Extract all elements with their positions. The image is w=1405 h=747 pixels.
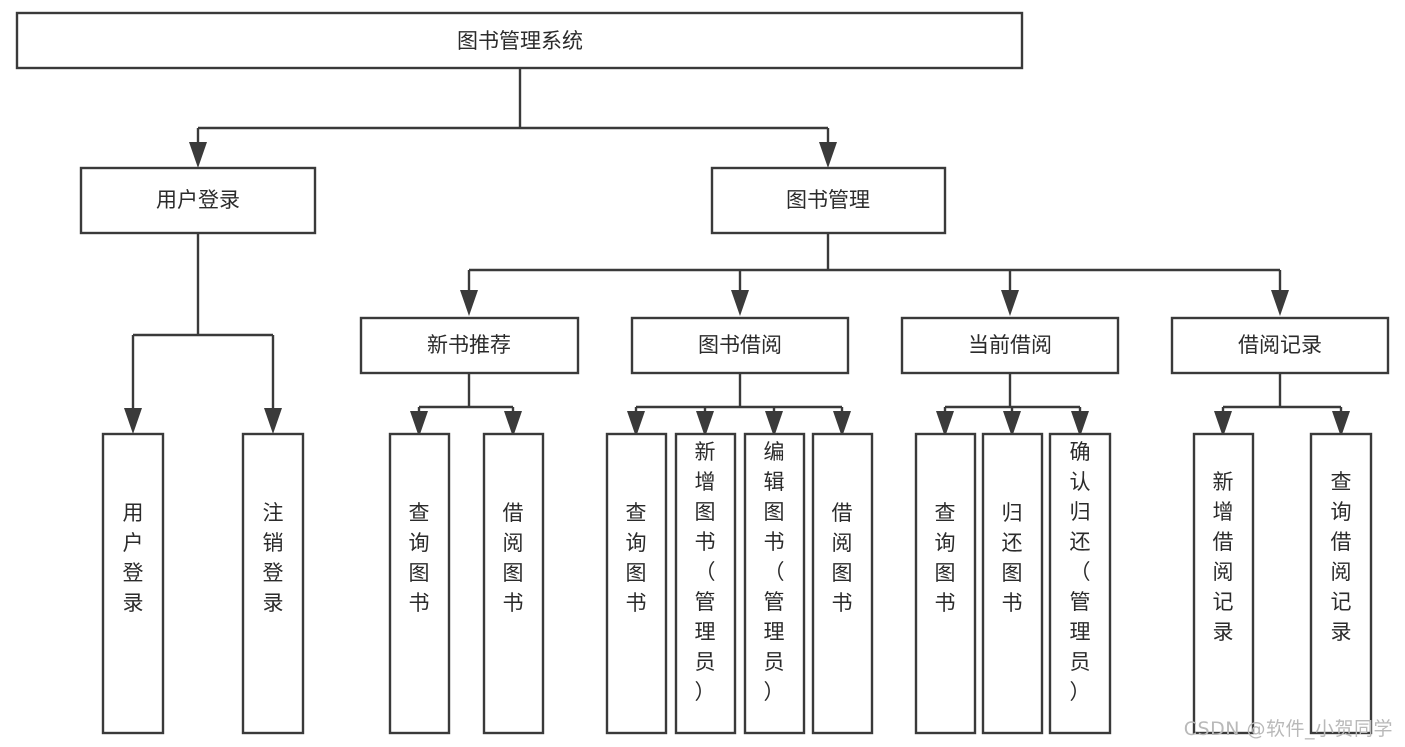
node-leaf-return-book-label: 归还图书 [1002, 501, 1023, 615]
node-book-manage-label: 图书管理 [786, 188, 870, 212]
node-leaf-add-book-box[interactable] [674, 432, 737, 735]
node-leaf-query-book-3[interactable]: 查询图书 [914, 432, 977, 735]
arrow-head-icon [124, 408, 142, 434]
arrow-head-icon [1001, 290, 1019, 316]
connector-group-user-login [124, 233, 282, 434]
node-book-borrow-label: 图书借阅 [698, 333, 782, 357]
node-leaf-borrow-book-1[interactable]: 借阅图书 [482, 432, 545, 735]
node-leaf-user-logout[interactable]: 注销登录 [241, 432, 305, 735]
node-leaf-user-login-box[interactable] [101, 432, 165, 735]
node-leaf-add-book-label: 新增图书（管理员） [695, 440, 716, 704]
node-leaf-user-login-label: 用户登录 [123, 501, 144, 615]
node-leaf-add-record-box[interactable] [1192, 432, 1255, 735]
node-leaf-query-record[interactable]: 查询借阅记录 [1309, 432, 1373, 735]
node-borrow-record[interactable]: 借阅记录 [1170, 316, 1390, 375]
node-leaf-user-logout-box[interactable] [241, 432, 305, 735]
node-leaf-query-record-box[interactable] [1309, 432, 1373, 735]
node-leaf-borrow-book-2-box[interactable] [811, 432, 874, 735]
node-current-borrow-label: 当前借阅 [968, 333, 1052, 357]
node-current-borrow-box[interactable] [900, 316, 1120, 375]
connector-group-root [189, 68, 837, 168]
node-new-book-rec-label: 新书推荐 [427, 333, 511, 357]
node-leaf-query-book-3-box[interactable] [914, 432, 977, 735]
connector-group-book-manage [460, 233, 1289, 316]
node-root-box[interactable] [15, 11, 1024, 70]
node-leaf-query-record-label: 查询借阅记录 [1331, 470, 1352, 644]
node-leaf-query-book-1[interactable]: 查询图书 [388, 432, 451, 735]
node-leaf-borrow-book-2-label: 借阅图书 [832, 501, 853, 615]
node-leaf-borrow-book-1-box[interactable] [482, 432, 545, 735]
node-borrow-record-label: 借阅记录 [1238, 333, 1322, 357]
node-root[interactable]: 图书管理系统 [15, 11, 1024, 70]
node-leaf-add-record[interactable]: 新增借阅记录 [1192, 432, 1255, 735]
node-leaf-return-book-box[interactable] [981, 432, 1044, 735]
node-leaf-return-book[interactable]: 归还图书 [981, 432, 1044, 735]
node-leaf-add-record-label: 新增借阅记录 [1213, 470, 1234, 644]
node-leaf-query-book-2[interactable]: 查询图书 [605, 432, 668, 735]
arrow-head-icon [731, 290, 749, 316]
node-leaf-confirm-return-label: 确认归还（管理员） [1070, 440, 1091, 704]
node-leaf-query-book-1-label: 查询图书 [409, 501, 430, 615]
node-leaf-query-book-3-label: 查询图书 [935, 501, 956, 615]
node-leaf-borrow-book-1-label: 借阅图书 [503, 501, 524, 615]
connector-group-book-borrow [627, 373, 851, 437]
node-leaf-user-login[interactable]: 用户登录 [101, 432, 165, 735]
connector-group-current-borrow [936, 373, 1089, 437]
node-leaf-borrow-book-2[interactable]: 借阅图书 [811, 432, 874, 735]
node-leaf-add-book[interactable]: 新增图书（管理员） [674, 432, 737, 735]
node-leaf-edit-book[interactable]: 编辑图书（管理员） [743, 432, 806, 735]
node-user-login-label: 用户登录 [156, 188, 240, 212]
node-leaf-user-logout-label: 注销登录 [263, 501, 284, 615]
node-book-manage[interactable]: 图书管理 [710, 166, 947, 235]
arrow-head-icon [460, 290, 478, 316]
node-leaf-edit-book-box[interactable] [743, 432, 806, 735]
node-user-login-box[interactable] [79, 166, 317, 235]
node-book-borrow-box[interactable] [630, 316, 850, 375]
arrow-head-icon [264, 408, 282, 434]
node-leaf-edit-book-label: 编辑图书（管理员） [764, 440, 785, 704]
arrow-head-icon [819, 142, 837, 168]
node-current-borrow[interactable]: 当前借阅 [900, 316, 1120, 375]
connector-group-new-book-rec [410, 373, 522, 437]
node-leaf-query-book-2-label: 查询图书 [626, 501, 647, 615]
arrow-head-icon [1271, 290, 1289, 316]
node-book-borrow[interactable]: 图书借阅 [630, 316, 850, 375]
node-new-book-rec[interactable]: 新书推荐 [359, 316, 580, 375]
node-leaf-confirm-return-box[interactable] [1048, 432, 1112, 735]
node-user-login[interactable]: 用户登录 [79, 166, 317, 235]
node-book-manage-box[interactable] [710, 166, 947, 235]
node-leaf-confirm-return[interactable]: 确认归还（管理员） [1048, 432, 1112, 735]
node-new-book-rec-box[interactable] [359, 316, 580, 375]
connector-group-borrow-record [1214, 373, 1350, 437]
arrow-head-icon [189, 142, 207, 168]
node-root-label: 图书管理系统 [457, 29, 583, 53]
node-leaf-query-book-1-box[interactable] [388, 432, 451, 735]
node-leaf-query-book-2-box[interactable] [605, 432, 668, 735]
node-borrow-record-box[interactable] [1170, 316, 1390, 375]
